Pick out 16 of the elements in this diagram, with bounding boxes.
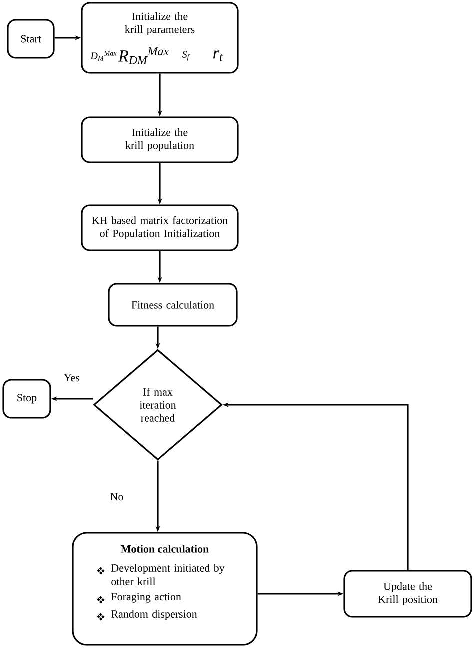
parameter-symbol: S$_{f}$ [182,51,190,61]
list-item: Random dispersion [112,610,198,620]
process-box: Update the Krill position [344,570,472,618]
process-box: Initialize the krill population [81,116,239,164]
list-item: Foraging action [112,593,182,603]
box-heading: Initialize the krill parameters [125,12,195,36]
edge-label: No [109,492,125,502]
parameter-symbol: r$_{t}$ [213,50,223,62]
parameter-symbol: R$_{DM}$Max [118,48,169,64]
process-box: KH based matrix factorization of Population Initialization [81,204,239,252]
edge-label: Yes [63,373,81,383]
box-heading: Motion calculation [121,545,209,553]
process-box: Start [7,19,55,59]
process-box: Fitness calculation [108,283,238,327]
process-box: Stop [2,379,52,419]
list-item: Development initiated by other krill [112,564,225,586]
